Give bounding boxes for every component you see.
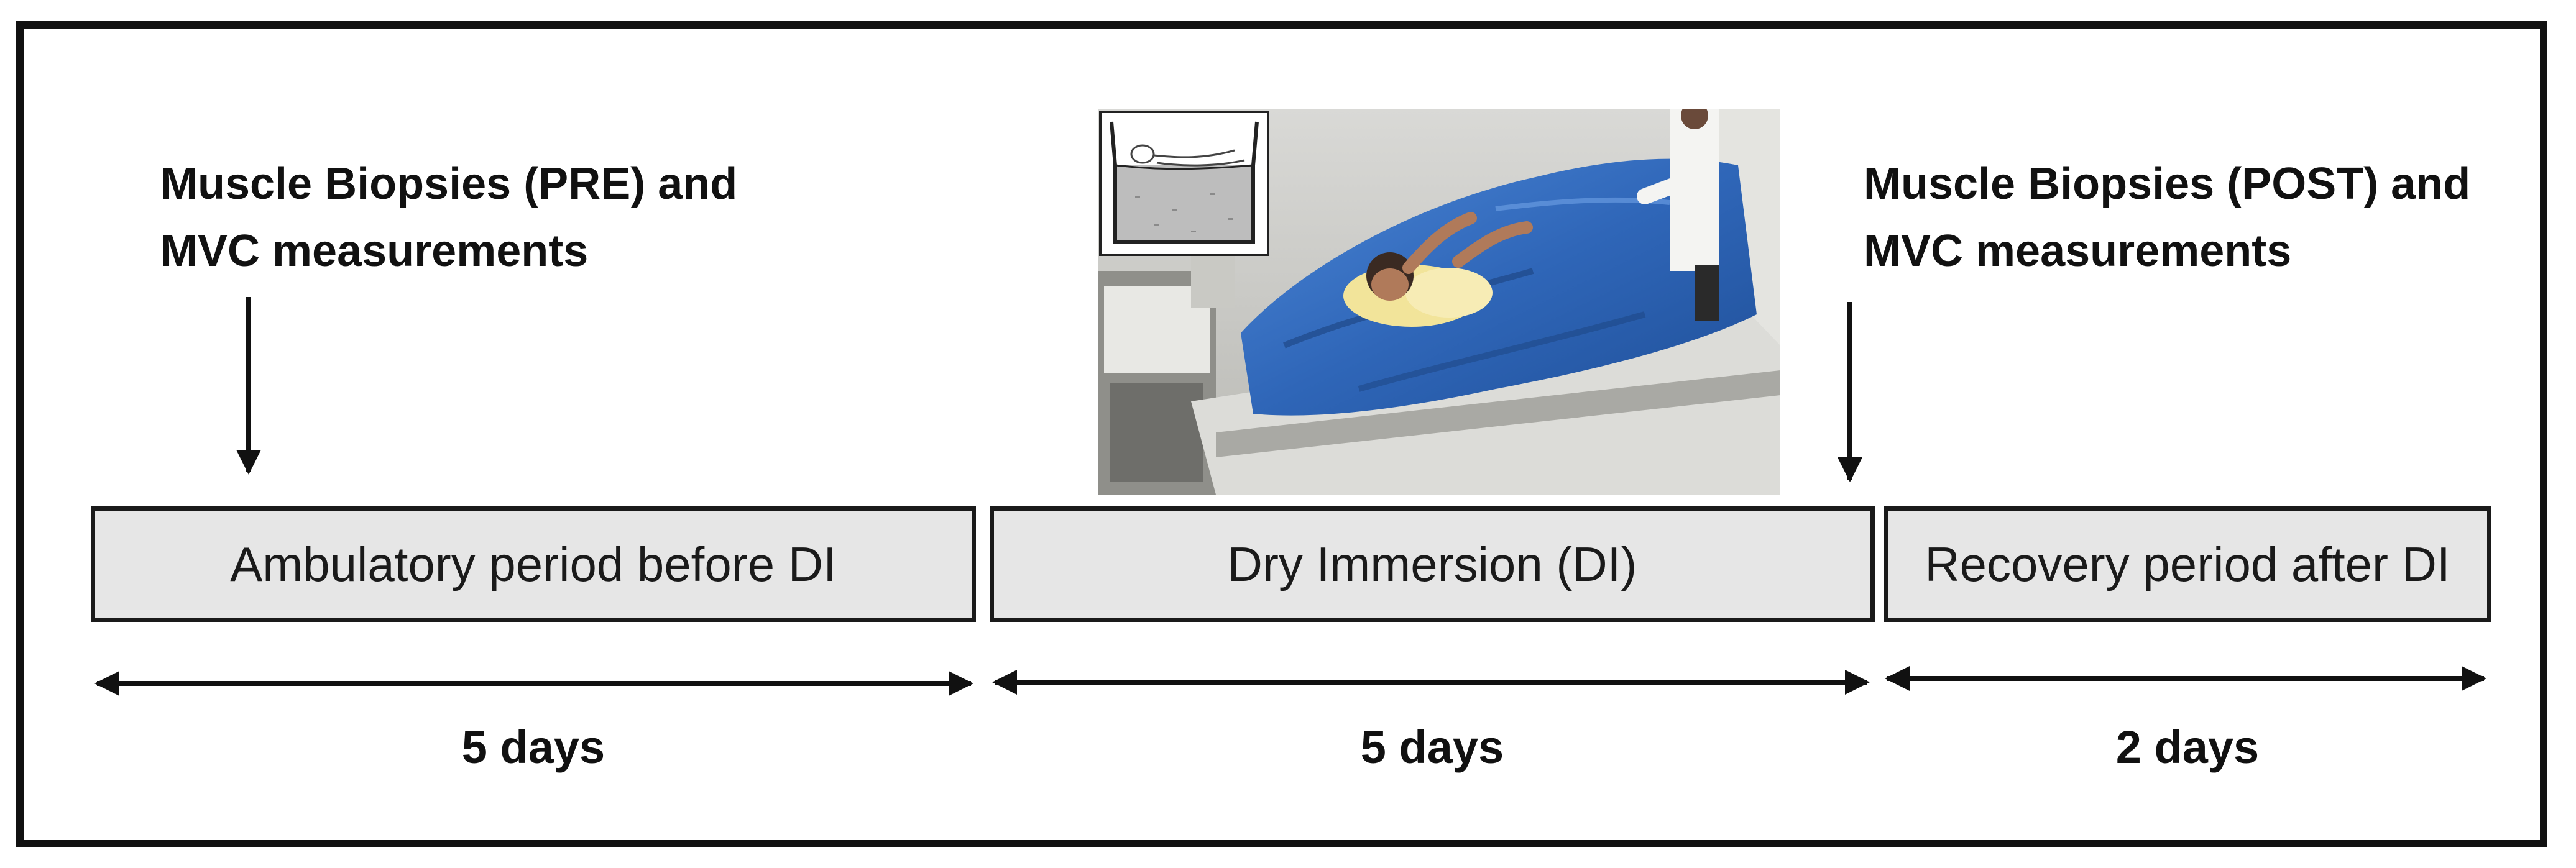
period-label-dry-immersion: Dry Immersion (DI) bbox=[1227, 536, 1637, 592]
duration-recovery: 2 days bbox=[2115, 721, 2260, 773]
annotation-post: Muscle Biopsies (POST) and MVC measureme… bbox=[1864, 150, 2470, 285]
diagram-frame bbox=[16, 21, 2547, 847]
period-label-ambulatory: Ambulatory period before DI bbox=[230, 536, 837, 592]
duration-dry-immersion: 5 days bbox=[1360, 721, 1504, 773]
annotation-post-line2: MVC measurements bbox=[1864, 226, 2292, 276]
period-box-dry-immersion: Dry Immersion (DI) bbox=[990, 506, 1875, 622]
annotation-pre-line2: MVC measurements bbox=[160, 226, 589, 276]
duration-ambulatory: 5 days bbox=[461, 721, 605, 773]
annotation-pre-line1: Muscle Biopsies (PRE) and bbox=[160, 159, 738, 209]
period-box-recovery: Recovery period after DI bbox=[1884, 506, 2491, 622]
dry-immersion-photo bbox=[1098, 109, 1780, 495]
annotation-post-line1: Muscle Biopsies (POST) and bbox=[1864, 159, 2471, 209]
period-label-recovery: Recovery period after DI bbox=[1925, 536, 2450, 592]
immersion-bath-schematic-icon bbox=[1099, 111, 1269, 256]
period-box-ambulatory: Ambulatory period before DI bbox=[91, 506, 976, 622]
annotation-pre: Muscle Biopsies (PRE) and MVC measuremen… bbox=[160, 150, 737, 285]
